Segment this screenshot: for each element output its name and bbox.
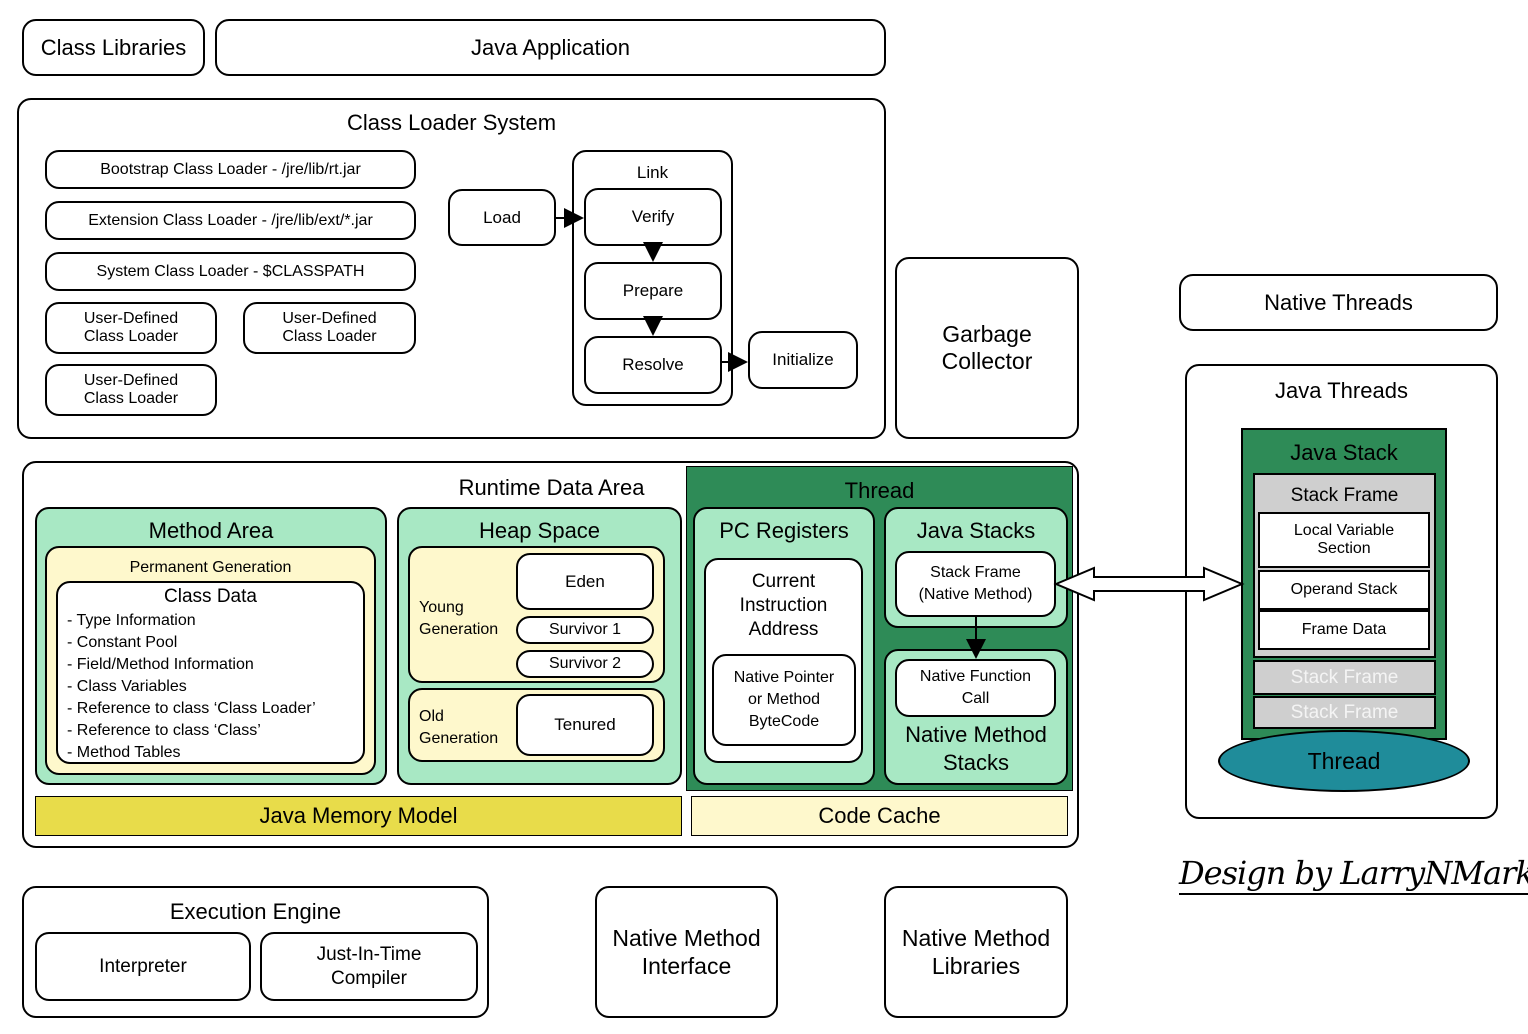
initialize-box: Initialize: [748, 331, 858, 389]
load-label: Load: [483, 207, 521, 227]
garbage-collector-box: Garbage Collector: [895, 257, 1079, 439]
perm-gen-label: Permanent Generation: [129, 559, 292, 576]
class-libraries-box: Class Libraries: [22, 19, 205, 76]
user-defined-label-1: User-Defined Class Loader: [83, 310, 179, 345]
eden-box: Eden: [516, 553, 654, 610]
java-threads-title: Java Threads: [1275, 378, 1408, 403]
signature: Design by LarryNMark: [1179, 853, 1528, 895]
code-cache-label: Code Cache: [818, 803, 941, 828]
survivor-1-box: Survivor 1: [516, 616, 654, 644]
interpreter-label: Interpreter: [99, 955, 187, 977]
class-data-item: - Constant Pool: [67, 634, 178, 651]
user-defined-class-loader-3: User-Defined Class Loader: [45, 364, 217, 416]
native-method-interface-box: Native Method Interface: [595, 886, 778, 1018]
frame-data-label: Frame Data: [1301, 621, 1387, 638]
method-area-title: Method Area: [148, 518, 274, 543]
extension-class-loader: Extension Class Loader - /jre/lib/ext/*.…: [45, 201, 416, 240]
class-data-item: - Class Variables: [67, 678, 187, 695]
stack-frame-native-label: Stack Frame (Native Method): [918, 564, 1033, 603]
user-defined-class-loader-2: User-Defined Class Loader: [243, 302, 416, 354]
resolve-box: Resolve: [584, 336, 722, 394]
link-label: Link: [636, 163, 669, 182]
current-instruction-label: Current Instruction Address: [739, 571, 828, 640]
survivor-2-label: Survivor 2: [548, 655, 622, 672]
native-function-call-label: Native Function Call: [919, 668, 1032, 707]
class-data-title: Class Data: [164, 586, 257, 607]
native-pointer-label: Native Pointer or Method ByteCode: [733, 669, 835, 730]
young-generation-label: Young Generation: [419, 599, 499, 638]
bootstrap-class-loader: Bootstrap Class Loader - /jre/lib/rt.jar: [45, 150, 416, 189]
native-threads-label: Native Threads: [1264, 289, 1413, 315]
java-application-label: Java Application: [471, 34, 630, 60]
native-function-call: Native Function Call: [895, 659, 1056, 717]
execution-engine-title: Execution Engine: [169, 899, 342, 924]
user-defined-label-2: User-Defined Class Loader: [282, 310, 377, 345]
pc-registers-title: PC Registers: [719, 518, 849, 543]
local-variable-section: Local Variable Section: [1258, 512, 1430, 568]
operand-stack: Operand Stack: [1258, 570, 1430, 610]
class-data-list: - Type Information - Constant Pool - Fie…: [67, 610, 316, 764]
stack-frame-title: Stack Frame: [1290, 485, 1399, 506]
native-method-libraries-box: Native Method Libraries: [884, 886, 1068, 1018]
code-cache-bar: Code Cache: [691, 796, 1068, 836]
java-stack-title: Java Stack: [1290, 440, 1398, 465]
survivor-1-label: Survivor 1: [548, 621, 622, 638]
class-loader-title: Class Loader System: [346, 110, 557, 135]
verify-label: Verify: [631, 207, 675, 226]
class-data-item: - Field/Method Information: [67, 656, 254, 673]
heap-space-title: Heap Space: [478, 518, 601, 543]
stack-frame-3: Stack Frame: [1253, 696, 1436, 729]
survivor-2-box: Survivor 2: [516, 650, 654, 678]
garbage-collector-label: Garbage Collector: [941, 321, 1033, 374]
thread-panel-title: Thread: [844, 478, 915, 503]
stack-frame-2: Stack Frame: [1253, 660, 1436, 695]
jit-compiler-box: Just-In-Time Compiler: [260, 932, 478, 1001]
verify-box: Verify: [584, 188, 722, 246]
local-variable-label: Local Variable Section: [1293, 522, 1395, 557]
operand-stack-label: Operand Stack: [1290, 581, 1398, 598]
tenured-label: Tenured: [554, 715, 616, 734]
initialize-label: Initialize: [772, 350, 834, 369]
java-application-box: Java Application: [215, 19, 886, 76]
stack-frame-native-method: Stack Frame (Native Method): [895, 551, 1056, 617]
thread-ellipse: Thread: [1218, 730, 1470, 792]
class-libraries-label: Class Libraries: [40, 34, 187, 60]
class-data-item: - Method Tables: [67, 744, 181, 761]
tenured-box: Tenured: [516, 694, 654, 756]
java-memory-model-bar: Java Memory Model: [35, 796, 682, 836]
prepare-box: Prepare: [584, 262, 722, 320]
stack-frame-3-label: Stack Frame: [1290, 701, 1399, 723]
class-data-box: Class Data - Type Information - Constant…: [56, 581, 365, 764]
system-class-loader: System Class Loader - $CLASSPATH: [45, 252, 416, 291]
extension-label: Extension Class Loader - /jre/lib/ext/*.…: [88, 211, 373, 229]
stack-frame-2-label: Stack Frame: [1290, 666, 1399, 688]
interpreter-box: Interpreter: [35, 932, 251, 1001]
native-method-libraries-label: Native Method Libraries: [901, 925, 1051, 979]
java-stacks-title: Java Stacks: [916, 518, 1036, 543]
load-box: Load: [448, 189, 556, 246]
class-data-item: - Reference to class ‘Class Loader’: [67, 700, 316, 717]
old-generation-label: Old Generation: [419, 708, 499, 747]
user-defined-label-3: User-Defined Class Loader: [83, 372, 179, 407]
native-method-interface-label: Native Method Interface: [612, 925, 761, 979]
native-threads-box: Native Threads: [1179, 274, 1498, 331]
eden-label: Eden: [565, 571, 605, 591]
frame-data: Frame Data: [1258, 610, 1430, 650]
class-data-item: - Type Information: [67, 612, 196, 629]
native-method-stacks-title: Native Method Stacks: [905, 722, 1047, 775]
native-pointer-box: Native Pointer or Method ByteCode: [712, 654, 856, 746]
runtime-title: Runtime Data Area: [458, 475, 645, 500]
resolve-label: Resolve: [622, 355, 684, 374]
prepare-label: Prepare: [622, 281, 684, 300]
bootstrap-label: Bootstrap Class Loader - /jre/lib/rt.jar: [100, 160, 361, 178]
system-label: System Class Loader - $CLASSPATH: [96, 262, 365, 280]
jit-compiler-label: Just-In-Time Compiler: [316, 943, 422, 989]
thread-ellipse-label: Thread: [1307, 747, 1381, 774]
java-memory-model-label: Java Memory Model: [259, 803, 458, 828]
class-data-item: - Reference to class ‘Class’: [67, 722, 261, 739]
user-defined-class-loader-1: User-Defined Class Loader: [45, 302, 217, 354]
